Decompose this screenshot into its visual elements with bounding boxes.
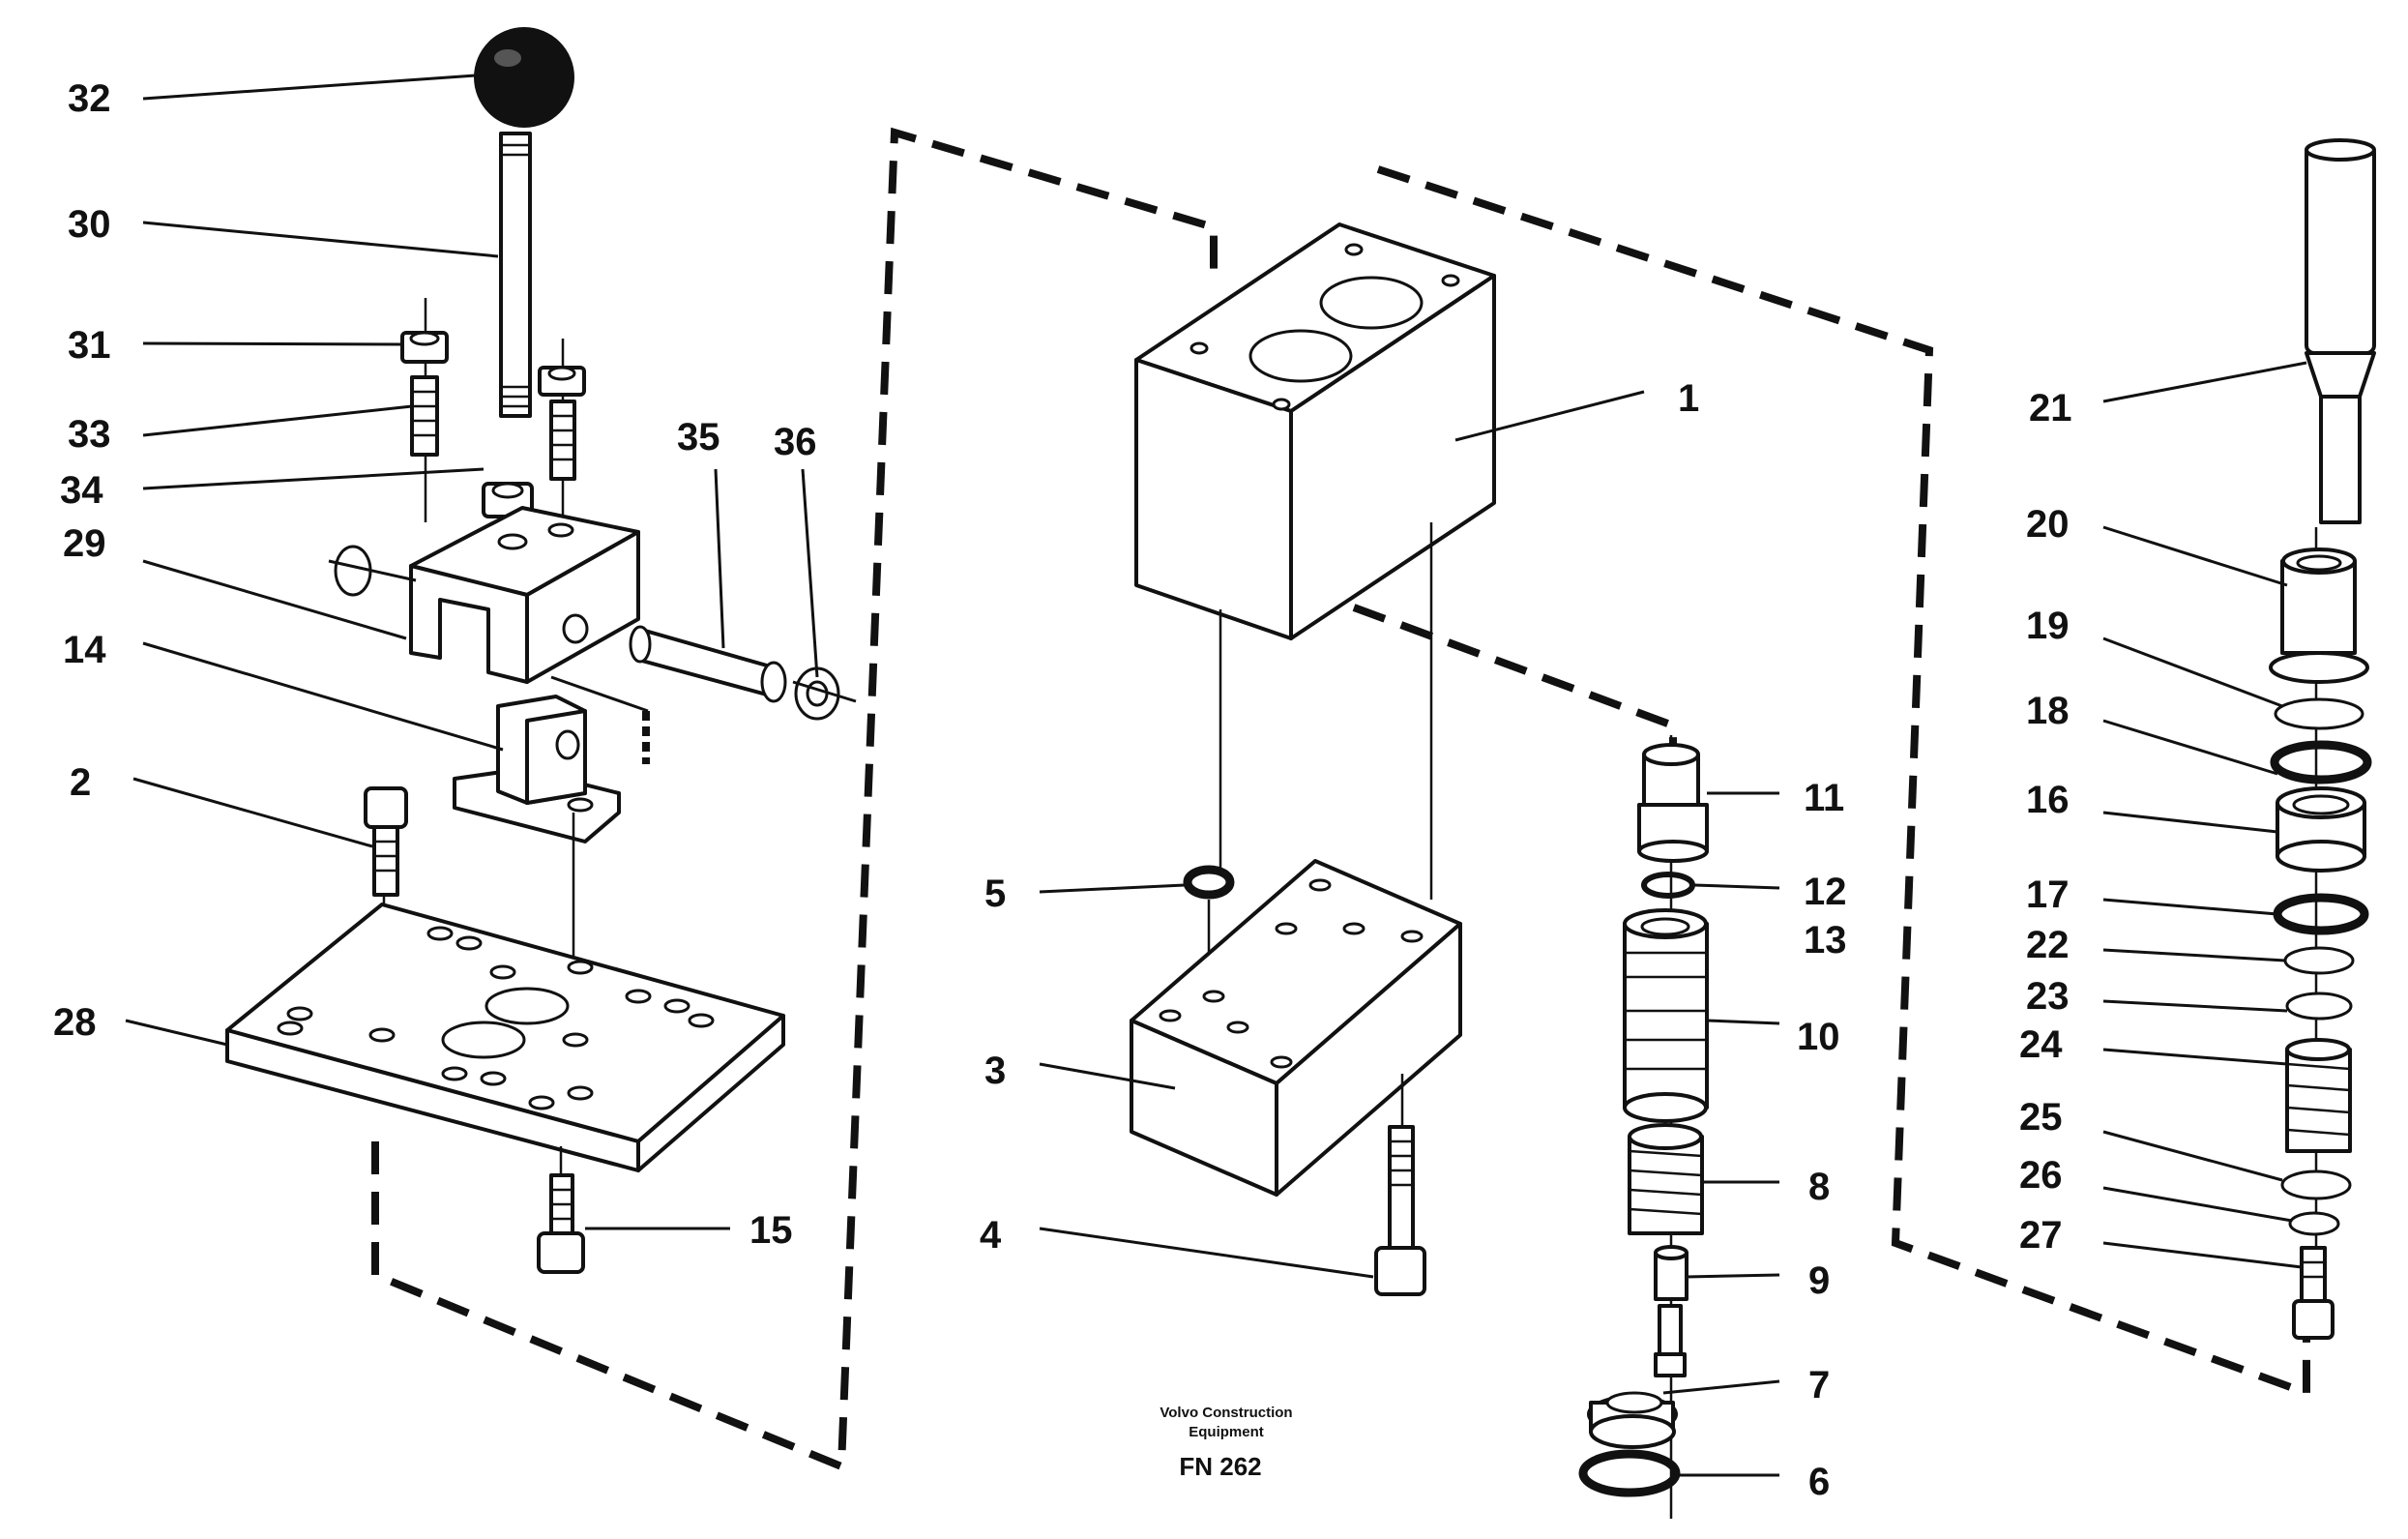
block-3 [1130,859,1462,1197]
left-assembly [225,27,857,1274]
label-1: 1 [1678,377,1699,420]
leader-lines [125,74,2307,1477]
stud-33 [410,375,439,457]
label-30: 30 [68,203,111,246]
bolt-15 [537,1173,585,1274]
label-25: 25 [2019,1096,2063,1139]
label-21: 21 [2029,387,2072,429]
label-22: 22 [2026,924,2070,966]
label-10: 10 [1797,1016,1840,1058]
spool-stack [1578,735,1709,1519]
pin-9 [1654,1245,1689,1377]
label-35: 35 [677,416,720,459]
plug-7 [1587,1391,1678,1449]
label-26: 26 [2019,1154,2063,1197]
o-ring-18 [2270,740,2372,784]
tool-21 [2305,138,2376,524]
label-18: 18 [2026,690,2070,732]
label-14: 14 [63,629,106,671]
label-31: 31 [68,324,111,367]
label-13: 13 [1804,919,1847,962]
o-ring-17 [2273,893,2369,935]
spool-10 [1623,908,1709,1123]
lever-rod [499,132,532,418]
nut-right [538,366,586,397]
label-17: 17 [2026,873,2070,916]
sleeve-11 [1637,743,1709,863]
screw-27 [2292,1246,2335,1340]
label-34: 34 [60,469,103,512]
clip-36 [792,666,857,721]
label-27: 27 [2019,1214,2063,1257]
label-36: 36 [774,421,817,463]
sleeve-20 [2269,548,2369,684]
label-7: 7 [1808,1364,1830,1406]
label-12: 12 [1804,871,1847,913]
bolt-2 [364,786,408,897]
caption-subtitle: Equipment [1189,1424,1264,1440]
label-16: 16 [2026,779,2070,821]
dashed-assembly-lines [371,127,2310,1472]
label-8: 8 [1808,1166,1830,1208]
label-2: 2 [70,761,91,804]
washer-22 [2283,946,2355,975]
nut-31 [400,331,449,364]
knob [474,27,574,128]
washer-26 [2288,1211,2340,1236]
washer-23 [2285,991,2353,1021]
washer-12 [1641,872,1695,899]
washer-25 [2280,1169,2352,1200]
label-9: 9 [1808,1259,1830,1302]
label-5: 5 [984,873,1006,915]
label-11: 11 [1804,777,1844,819]
label-20: 20 [2026,503,2070,546]
washer-19 [2274,697,2364,730]
label-19: 19 [2026,605,2070,647]
label-32: 32 [68,77,111,120]
figure-code: FN 262 [1179,1452,1261,1481]
label-23: 23 [2026,975,2070,1018]
caption-company: Volvo Construction [1160,1405,1292,1421]
right-stack [2269,138,2376,1340]
o-ring-5 [1183,865,1235,900]
pin-35 [629,625,787,703]
spring-24 [2285,1038,2352,1153]
ring-16 [2276,786,2366,873]
spring-8 [1628,1123,1704,1235]
stud-right [549,400,576,481]
label-3: 3 [984,1050,1006,1092]
valve-block-1 [1134,222,1496,640]
base-plate-28 [225,903,785,1172]
label-6: 6 [1808,1461,1830,1503]
part-labels: 32 30 31 33 34 29 14 2 28 15 35 36 1 5 3… [53,77,2072,1503]
label-29: 29 [63,522,106,565]
lever-housing [409,506,640,684]
o-ring-6 [1578,1449,1681,1497]
label-33: 33 [68,413,111,456]
bolt-4 [1374,1125,1426,1296]
bracket-14 [453,695,621,843]
center-assembly [1130,222,1496,1296]
label-15: 15 [749,1209,793,1252]
label-28: 28 [53,1001,97,1044]
label-4: 4 [980,1214,1002,1257]
caption: Volvo Construction Equipment FN 262 [1160,1405,1292,1481]
label-24: 24 [2019,1023,2063,1066]
